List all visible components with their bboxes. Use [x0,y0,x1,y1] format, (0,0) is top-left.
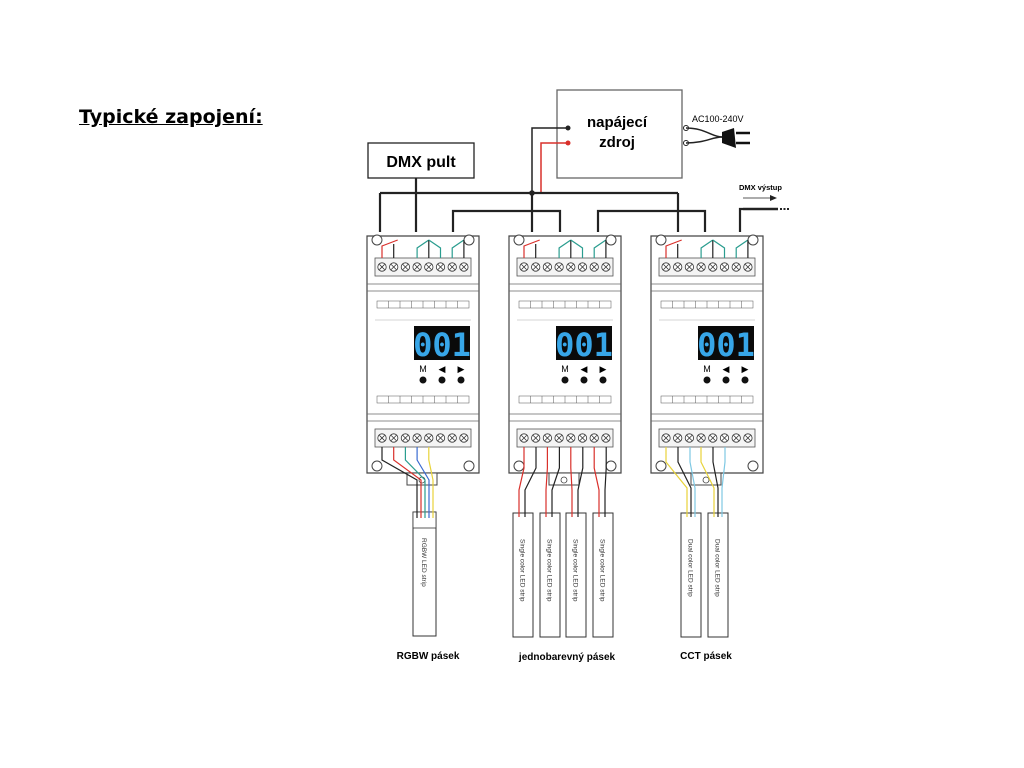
strip-single-4-label: Single color LED strip [599,539,606,602]
display-readout: 001 [555,326,613,364]
strip-dual-2-label: Dual color LED strip [714,539,721,597]
button-label-0: M [561,364,569,374]
module-button[interactable] [703,376,711,384]
power-supply-label-line2: zdroj [599,134,635,151]
button-label-2: ▶ [600,364,607,374]
led-strips: RGBW LED strip Single color LED strip Sing… [381,447,729,638]
arrow-right-icon [770,195,777,201]
module-button[interactable] [561,376,569,384]
dmx-console-label: DMX pult [386,154,456,171]
button-label-0: M [703,364,711,374]
caption-single-color: jednobarevný pásek [518,652,616,663]
strip-single-2: Single color LED strip [539,447,561,638]
page-heading: Typické zapojení: [79,106,263,128]
module-button[interactable] [599,376,607,384]
strip-dual-1: Dual color LED strip [665,447,702,638]
dmx-output: DMX výstup [739,183,790,211]
module-button[interactable] [741,376,749,384]
strip-dual-2: Dual color LED strip [700,447,729,638]
module-button[interactable] [722,376,730,384]
dmx-console: DMX pult [367,142,475,179]
dmx-output-label: DMX výstup [739,183,782,192]
display-panel [556,326,612,360]
button-label-2: ▶ [742,364,749,374]
strip-dual-1-label: Dual color LED strip [687,539,694,597]
module-button[interactable] [438,376,446,384]
strip-single-3-label: Single color LED strip [572,539,579,602]
module-input-wires-1 [381,239,465,258]
bus-wires [378,127,743,232]
display-panel [414,326,470,360]
module-button[interactable] [457,376,465,384]
strip-single-1: Single color LED strip [512,447,537,638]
module-button[interactable] [419,376,427,384]
button-label-0: M [419,364,427,374]
display-panel [698,326,754,360]
plug-body-icon [722,128,736,148]
display-readout: 001 [413,326,471,364]
button-label-1: ◀ [581,364,588,374]
strip-rgbw: RGBW LED strip [381,447,437,637]
button-label-2: ▶ [458,364,465,374]
power-supply-label-line1: napájecí [587,114,648,131]
strip-single-1-label: Single color LED strip [519,539,526,602]
module-input-wires-3 [665,239,749,258]
mains-label: AC100-240V [692,114,744,124]
button-label-1: ◀ [439,364,446,374]
caption-cct: CCT pásek [680,651,732,662]
strip-rgbw-label: RGBW LED strip [420,538,427,587]
display-readout: 001 [697,326,755,364]
strip-single-3: Single color LED strip [565,447,587,638]
mains-plug: AC100-240V [685,114,750,148]
button-label-1: ◀ [723,364,730,374]
caption-rgbw: RGBW pásek [397,651,460,662]
power-supply: napájecí zdroj [556,89,689,179]
module-button[interactable] [580,376,588,384]
module-input-wires-2 [523,239,607,258]
strip-single-2-label: Single color LED strip [546,539,553,602]
strip-single-4: Single color LED strip [592,447,614,638]
